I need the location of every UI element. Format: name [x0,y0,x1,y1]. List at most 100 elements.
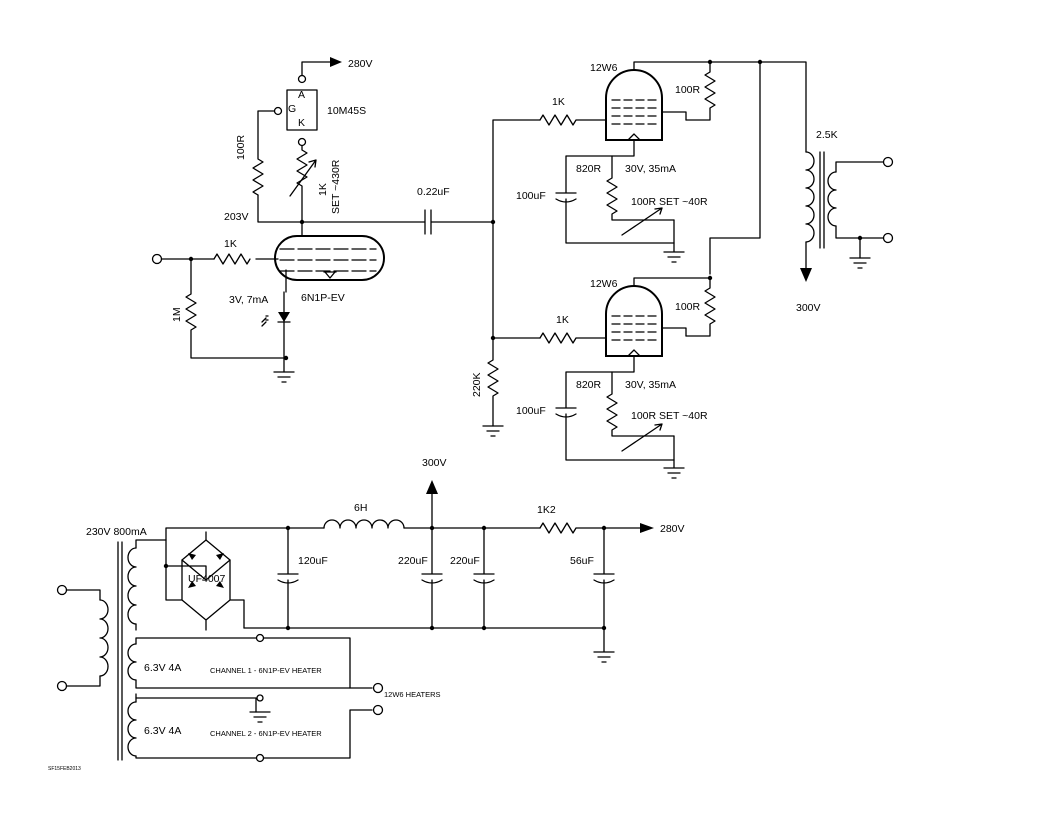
label-heater1-note: CHANNEL 1 - 6N1P-EV HEATER [210,666,322,675]
bridge-diodes-icon [188,553,224,588]
label-tube2-name: 12W6 [590,278,618,290]
label-v300-psu: 300V [422,457,447,469]
ic-10m45s [286,89,318,131]
resistor-220k [487,337,499,427]
label-sic-a: A [298,89,305,101]
tube1-screen-resistor [685,61,716,121]
label-c220b: 220uF [450,555,480,567]
label-sic-k: K [298,117,305,129]
choke-6h [323,519,405,529]
label-tube1-name: 12W6 [590,62,618,74]
cap-120uf [277,527,299,629]
ground-220k-icon [482,425,504,437]
label-cap-022: 0.22uF [417,186,450,198]
ground-input-icon [273,371,295,383]
label-tube2-pot: 100R SET ~40R [631,410,708,422]
label-heater2-note: CHANNEL 2 - 6N1P-EV HEATER [210,729,322,738]
label-tube1-cathode-r: 820R [576,163,602,175]
label-bridge: UF4007 [188,573,226,585]
ot-primary [805,151,815,243]
ot-ground-icon [849,257,871,269]
label-heaters-12w6: 12W6 HEATERS [384,690,441,699]
mains-primary [99,599,109,677]
label-tube1-pot: 100R SET ~40R [631,196,708,208]
label-pot-1k: 1K [317,183,329,196]
power-supply [56,480,654,763]
label-led-bias: 3V, 7mA [229,294,268,306]
tube2-cap [555,371,675,461]
tube1-cap [555,155,675,244]
ot-secondary [827,171,837,227]
tube1-grid-resistor [539,114,607,126]
label-xfmr-primary: 230V 800mA [86,526,147,538]
label-tube2-cathode-r: 820R [576,379,602,391]
tube2-cathode-resistor [606,355,675,437]
label-tube1-screen-r: 100R [675,84,701,96]
label-r220k: 220K [471,372,483,397]
tube1-cathode-resistor [606,139,675,221]
cap-220uf-b [473,527,495,629]
label-signature: SF15FEB2013 [48,766,81,772]
labels: 280V A G K 10M45S 100R 1K SET ~430R 203V… [48,58,838,772]
label-r100-gate: 100R [235,134,247,160]
heater-winding-1 [127,643,137,681]
pot-1k [296,145,308,223]
mains-terminal-2 [56,680,68,692]
label-choke-6h: 6H [354,502,367,514]
arrow-300v-out-icon [800,268,812,282]
speaker-terminal-minus [882,232,894,244]
tube2-12w6 [605,285,663,357]
label-tube1-bias: 30V, 35mA [625,163,676,175]
label-heater1: 6.3V 4A [144,662,181,674]
resistor-1k2 [539,522,641,534]
tube2-grid-resistor [539,332,607,344]
arrow-280v-psu-icon [640,523,654,533]
arrow-280v-top-icon [330,57,342,67]
label-sic-g: G [288,103,296,115]
label-v300-out: 300V [796,302,821,314]
cap-56uf [593,527,615,629]
label-tube-6n1p: 6N1P-EV [301,292,345,304]
arrow-300v-psu-icon [426,480,438,494]
input-terminal [151,253,163,265]
heater-ground-icon [249,711,271,723]
grid-resistor-1m [185,258,287,359]
tube-6n1p-ev [274,235,385,281]
ht-secondary [127,547,137,625]
tube2-ground-icon [663,435,685,479]
label-ot-2k5: 2.5K [816,129,838,141]
heater-terminal-1 [372,682,384,694]
output-stage [482,59,894,479]
tube1-12w6 [605,69,663,141]
tube2-screen-resistor [685,277,716,337]
label-r1m: 1M [171,307,183,322]
label-tube2-grid-r: 1K [556,314,569,326]
label-v280-psu: 280V [660,523,685,535]
input-stage [151,57,496,383]
label-tube1-grid-r: 1K [552,96,565,108]
label-sic-part: 10M45S [327,105,366,117]
label-tube2-cap: 100uF [516,405,546,417]
heater-terminal-2 [372,704,384,716]
label-c120: 120uF [298,555,328,567]
label-heater2: 6.3V 4A [144,725,181,737]
label-280v-top: 280V [348,58,373,70]
label-pot-set: SET ~430R [330,159,342,214]
label-c56: 56uF [570,555,594,567]
gate-resistor-100r [252,110,279,196]
label-tube2-screen-r: 100R [675,301,701,313]
cap-220uf-a [421,527,443,629]
mains-terminal-1 [56,584,68,596]
label-in-1k: 1K [224,238,237,250]
label-r1k2: 1K2 [537,504,556,516]
label-c220a: 220uF [398,555,428,567]
tube1-ground-icon [663,219,685,263]
label-tube1-cap: 100uF [516,190,546,202]
input-resistor-1k [213,253,251,265]
speaker-terminal-plus [882,156,894,168]
psu-ground-icon [593,627,615,663]
label-tube2-bias: 30V, 35mA [625,379,676,391]
heater-winding-2 [127,701,137,757]
